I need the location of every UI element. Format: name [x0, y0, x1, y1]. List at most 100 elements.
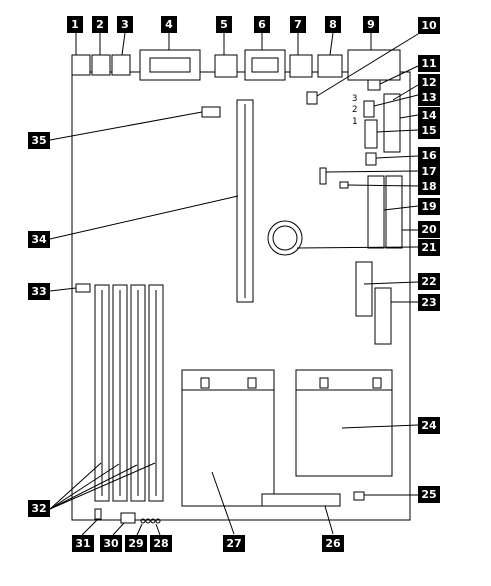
callout-4: 4 — [161, 16, 177, 33]
callout-2: 2 — [92, 16, 108, 33]
callout-16: 16 — [418, 147, 440, 164]
svg-text:22: 22 — [421, 275, 436, 288]
processor-socket-right — [295, 369, 393, 477]
jumper-pin-label-1: 1 — [352, 117, 357, 127]
callout-28: 28 — [150, 535, 172, 552]
callout-8: 8 — [325, 16, 341, 33]
svg-text:6: 6 — [258, 18, 266, 31]
callout-12: 12 — [418, 74, 440, 91]
component-33 — [75, 283, 91, 293]
svg-text:4: 4 — [165, 18, 173, 31]
jumper-pins-28-29 — [140, 518, 161, 524]
jumper-13 — [363, 100, 375, 118]
connector-9 — [347, 49, 401, 81]
svg-text:25: 25 — [421, 488, 436, 501]
callout-22: 22 — [418, 273, 440, 290]
svg-text:8: 8 — [329, 18, 337, 31]
connector-8 — [317, 54, 343, 78]
svg-text:27: 27 — [226, 537, 241, 550]
connector-7 — [289, 54, 313, 78]
processor-socket-left — [181, 369, 275, 507]
svg-text:3: 3 — [121, 18, 129, 31]
callout-24: 24 — [418, 417, 440, 434]
svg-text:24: 24 — [421, 419, 437, 432]
svg-text:30: 30 — [103, 537, 119, 550]
memory-slots — [94, 284, 164, 502]
connector-1 — [71, 54, 91, 76]
svg-text:17: 17 — [421, 165, 436, 178]
callout-17: 17 — [418, 163, 440, 180]
callout-15: 15 — [418, 122, 440, 139]
callout-34: 34 — [28, 231, 50, 248]
svg-text:7: 7 — [294, 18, 302, 31]
callout-27: 27 — [223, 535, 245, 552]
callout-25: 25 — [418, 486, 440, 503]
callout-23: 23 — [418, 294, 440, 311]
callout-20: 20 — [418, 221, 440, 238]
connector-4-inner — [149, 57, 191, 73]
component-11 — [367, 79, 381, 91]
connector-22 — [355, 261, 373, 317]
connector-3 — [111, 54, 131, 76]
svg-text:18: 18 — [421, 180, 436, 193]
connector-14 — [383, 93, 401, 153]
svg-text:14: 14 — [421, 109, 437, 122]
callout-32: 32 — [28, 500, 50, 517]
callout-13: 13 — [418, 89, 440, 106]
component-17 — [319, 167, 327, 185]
callout-18: 18 — [418, 178, 440, 195]
connector-20 — [385, 175, 403, 249]
svg-text:32: 32 — [31, 502, 46, 515]
callout-9: 9 — [363, 16, 379, 33]
callout-6: 6 — [254, 16, 270, 33]
callout-7: 7 — [290, 16, 306, 33]
callout-30: 30 — [100, 535, 122, 552]
connector-6-inner — [251, 57, 279, 73]
jumper-pin-label-2: 2 — [352, 105, 357, 115]
svg-text:16: 16 — [421, 149, 437, 162]
svg-text:33: 33 — [31, 285, 46, 298]
connector-26 — [261, 493, 341, 507]
svg-text:1: 1 — [71, 18, 79, 31]
callout-31: 31 — [72, 535, 94, 552]
svg-text:31: 31 — [75, 537, 90, 550]
svg-text:15: 15 — [421, 124, 436, 137]
leader-lines — [49, 32, 419, 536]
component-25 — [353, 491, 365, 501]
component-16 — [365, 152, 377, 166]
connector-2 — [91, 54, 111, 76]
svg-text:13: 13 — [421, 91, 436, 104]
svg-text:21: 21 — [421, 241, 436, 254]
connector-19 — [367, 175, 385, 249]
component-31 — [94, 508, 102, 520]
svg-text:12: 12 — [421, 76, 436, 89]
svg-text:34: 34 — [31, 233, 47, 246]
svg-text:9: 9 — [367, 18, 375, 31]
component-10 — [306, 91, 318, 105]
svg-text:29: 29 — [128, 537, 143, 550]
component-18 — [339, 181, 349, 189]
callouts: 1 2 3 4 5 6 7 8 9 10 11 12 13 14 15 16 1… — [28, 16, 440, 552]
jumper-block-15 — [364, 119, 378, 149]
svg-text:26: 26 — [325, 537, 341, 550]
svg-text:35: 35 — [31, 134, 46, 147]
jumper-pin-label-3: 3 — [352, 94, 357, 104]
callout-14: 14 — [418, 107, 440, 124]
callout-33: 33 — [28, 283, 50, 300]
svg-text:2: 2 — [96, 18, 104, 31]
callout-1: 1 — [67, 16, 83, 33]
svg-text:19: 19 — [421, 200, 436, 213]
component-35 — [201, 106, 221, 118]
rear-io-connectors — [71, 49, 401, 81]
svg-text:20: 20 — [421, 223, 437, 236]
svg-text:5: 5 — [220, 18, 228, 31]
callout-19: 19 — [418, 198, 440, 215]
component-30 — [120, 512, 136, 524]
svg-text:23: 23 — [421, 296, 436, 309]
svg-text:28: 28 — [153, 537, 168, 550]
callout-10: 10 — [418, 17, 440, 34]
svg-text:11: 11 — [421, 57, 436, 70]
svg-text:10: 10 — [421, 19, 437, 32]
callout-26: 26 — [322, 535, 344, 552]
